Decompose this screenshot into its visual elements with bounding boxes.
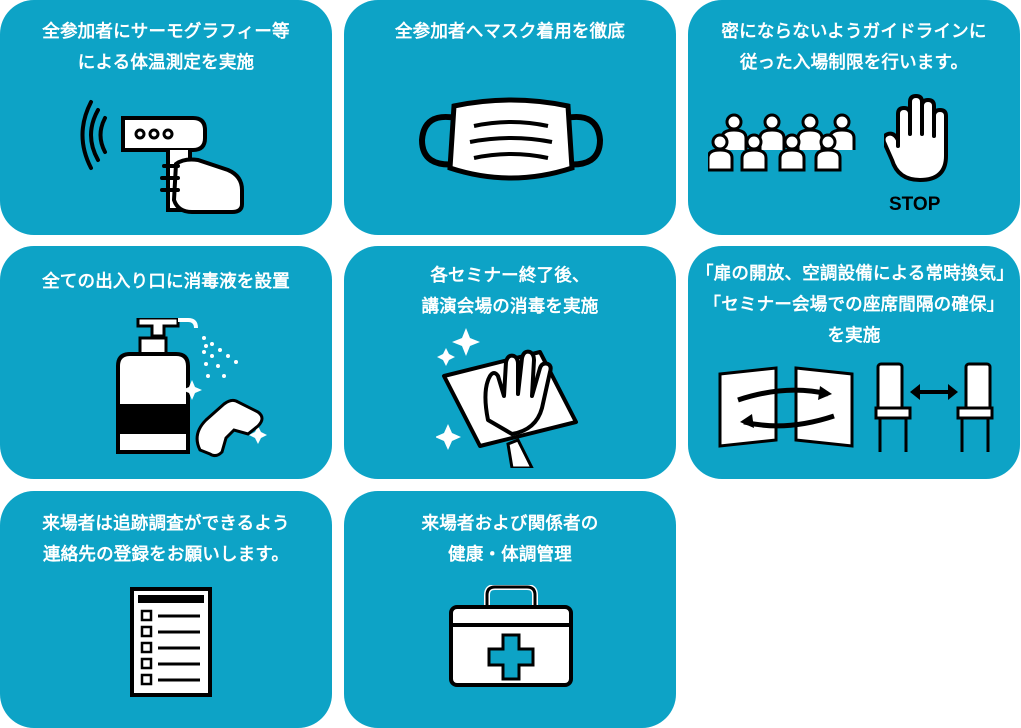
clipboard-icon (130, 587, 212, 697)
sanitizer-icon (116, 318, 267, 458)
door-ventilation-icon (718, 366, 854, 448)
stop-hand-icon (884, 94, 948, 182)
card-title: 「扉の開放、空調設備による常時換気」 「セミナー会場での座席間隔の確保」 を実施 (696, 264, 1015, 346)
card-title: 密にならないようガイドラインに 従った入場制限を行います。 (721, 22, 987, 73)
crowd-icon (708, 113, 856, 172)
card-title: 各セミナー終了後、 講演会場の消毒を実施 (421, 266, 599, 317)
thermometer-gun-icon (80, 100, 244, 214)
stop-label: STOP (889, 194, 941, 215)
card-title: 全参加者へマスク着用を徹底 (394, 22, 626, 42)
card-title: 全ての出入り口に消毒液を設置 (42, 272, 290, 292)
card-ventilation-distance: 「扉の開放、空調設備による常時換気」 「セミナー会場での座席間隔の確保」 を実施 (688, 246, 1020, 479)
card-entry-limit: 密にならないようガイドラインに 従った入場制限を行います。 STOP (688, 0, 1020, 235)
seat-distance-icon (874, 362, 994, 452)
card-sanitizer: 全ての出入り口に消毒液を設置 (0, 246, 332, 479)
card-title: 来場者および関係者の 健康・体調管理 (421, 514, 599, 565)
first-aid-kit-icon (449, 585, 573, 687)
card-title: 全参加者にサーモグラフィー等 による体温測定を実施 (42, 22, 290, 73)
card-health-management: 来場者および関係者の 健康・体調管理 (344, 491, 676, 728)
face-mask-icon (418, 97, 604, 181)
card-mask: 全参加者へマスク着用を徹底 (344, 0, 676, 235)
card-temperature-check: 全参加者にサーモグラフィー等 による体温測定を実施 (0, 0, 332, 235)
card-title: 来場者は追跡調査ができるよう 連絡先の登録をお願いします。 (42, 514, 290, 565)
card-venue-disinfection: 各セミナー終了後、 講演会場の消毒を実施 (344, 246, 676, 479)
wipe-cleaning-icon (436, 328, 578, 468)
card-contact-registration: 来場者は追跡調査ができるよう 連絡先の登録をお願いします。 (0, 491, 332, 728)
